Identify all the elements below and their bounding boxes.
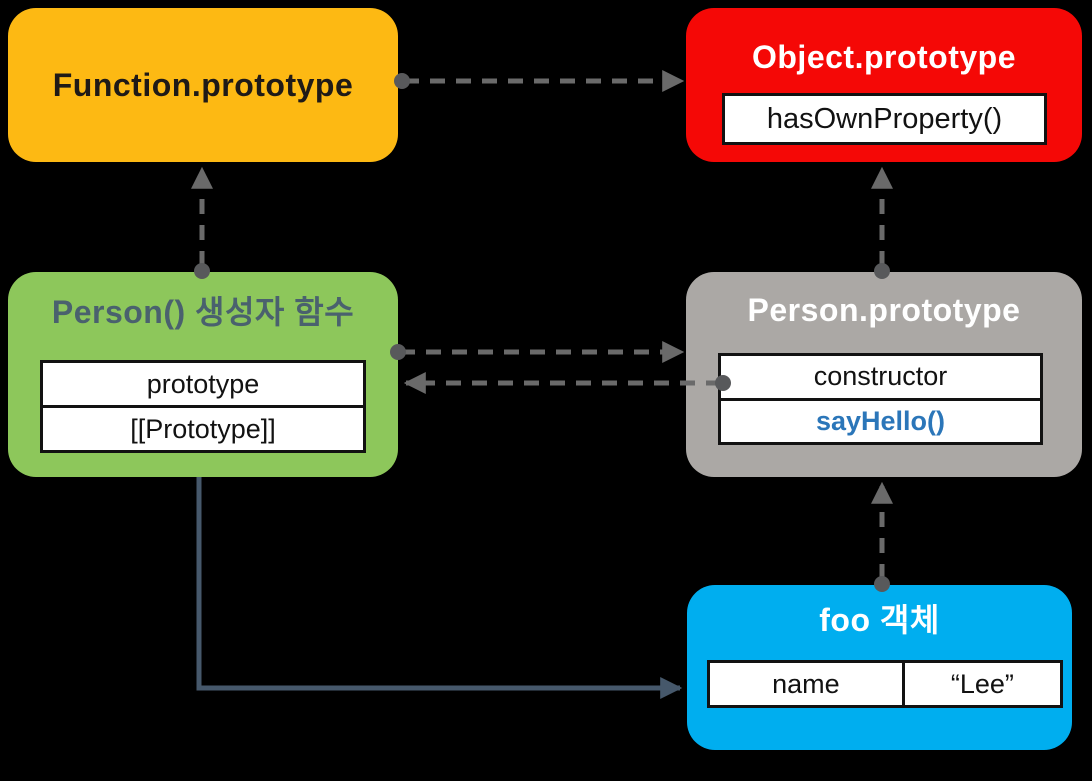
node-person-prototype: Person.prototype constructor sayHello() [686, 272, 1082, 477]
member-sayhello: sayHello() [815, 405, 946, 436]
property-name-value: “Lee” [950, 668, 1014, 699]
person-prototype-title: Person.prototype [747, 291, 1021, 328]
person-constructor-members: prototype [[Prototype]] [40, 360, 366, 453]
person-prototype-members: constructor sayHello() [718, 353, 1043, 445]
member-constructor: constructor [721, 356, 1040, 401]
edge-person-ctor-to-foo [196, 477, 683, 700]
member-internal-prototype: [[Prototype]] [130, 413, 276, 444]
person-constructor-title: Person() 생성자 함수 [51, 294, 355, 330]
member-hasownproperty: hasOwnProperty() [766, 102, 1003, 135]
object-prototype-title: Object.prototype [751, 38, 1016, 75]
node-function-prototype: Function.prototype [8, 8, 398, 162]
member-prototype: prototype [43, 363, 363, 408]
function-prototype-title: Function.prototype [52, 66, 354, 103]
object-prototype-members: hasOwnProperty() [722, 93, 1047, 145]
node-foo-object: foo 객체 name “Lee” [687, 585, 1072, 750]
node-object-prototype: Object.prototype hasOwnProperty() [686, 8, 1082, 162]
foo-object-title: foo 객체 [819, 602, 940, 638]
foo-object-property-table: name “Lee” [707, 660, 1063, 708]
node-person-constructor: Person() 생성자 함수 prototype [[Prototype]] [8, 272, 398, 477]
property-name-key: name [710, 663, 905, 705]
